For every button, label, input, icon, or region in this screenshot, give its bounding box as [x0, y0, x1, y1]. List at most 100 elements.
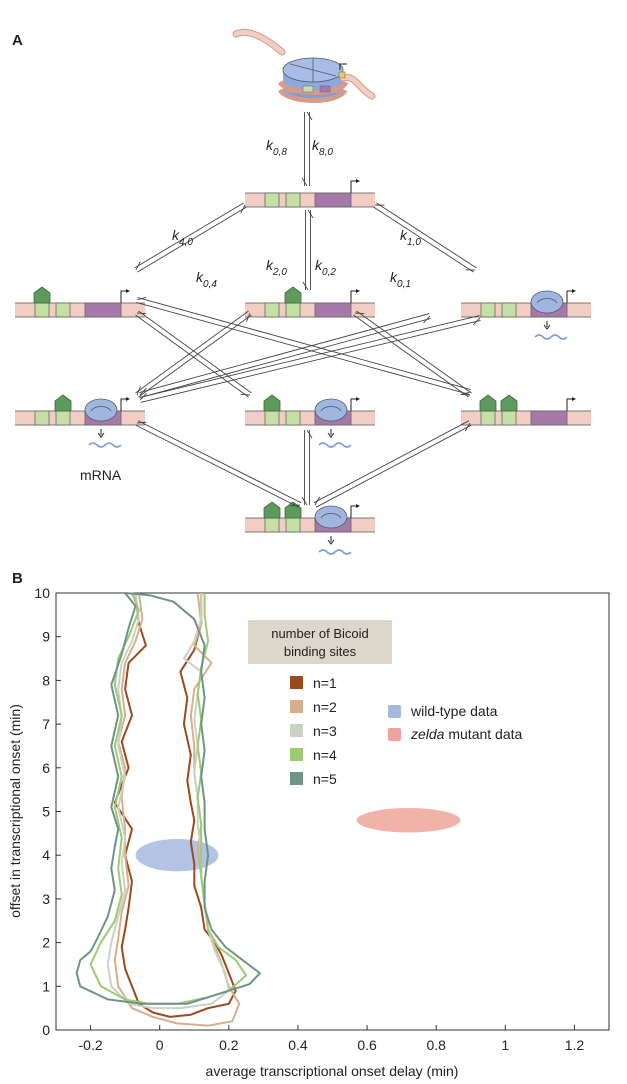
ellipse-legend: wild-type data zelda mutant data — [388, 703, 523, 742]
rate-subscript: 8,0 — [319, 147, 333, 158]
tss-arrow — [350, 180, 358, 193]
rate-symbol: k — [266, 257, 274, 273]
promoter — [314, 302, 352, 318]
dna-strand-right-inner — [340, 74, 375, 99]
arrow-free-site2 — [302, 209, 314, 291]
construct-site2-bound — [245, 286, 375, 318]
wild-type-swatch — [388, 705, 401, 718]
arrow-head-2 — [354, 312, 365, 315]
binding-site-2 — [55, 302, 71, 318]
wrapped-promoter — [319, 85, 331, 93]
arrow-line-b — [137, 297, 471, 391]
polymerase — [314, 398, 348, 422]
tss-arrowhead — [126, 289, 130, 293]
dna-segment — [245, 518, 375, 532]
rate-label-k04: k0,4 — [196, 269, 217, 290]
legend-swatch-n4 — [290, 748, 303, 761]
arrow-line-a — [135, 424, 300, 508]
bicoid-protein — [54, 394, 72, 412]
zelda-label: zelda mutant data — [410, 726, 523, 742]
arrow-line-a — [373, 206, 474, 273]
rate-symbol: k — [400, 227, 408, 243]
rate-subscript: 4,0 — [179, 237, 193, 248]
tss-marker — [338, 71, 346, 79]
arrow-line-b — [356, 310, 472, 394]
polymerase-groove — [320, 513, 342, 519]
y-axis-label: offset in transcriptional onset (min) — [7, 704, 23, 918]
nucleosome — [232, 29, 376, 103]
bicoid-protein — [479, 394, 497, 412]
construct-both-bound — [461, 394, 591, 426]
mrna-label: mRNA — [80, 467, 122, 483]
construct-free — [245, 179, 375, 208]
rate-subscript: 0,1 — [397, 279, 411, 290]
arrow-free-site1 — [134, 202, 247, 273]
legend-swatch-n3 — [290, 724, 303, 737]
mrna-transcript — [534, 334, 568, 340]
arrow-head-2 — [136, 296, 147, 301]
binding-site-1 — [264, 517, 280, 533]
arrow-line-a — [135, 310, 249, 394]
zelda-mutant-ellipse — [356, 808, 461, 833]
y-tick-label: 7 — [42, 716, 50, 732]
construct-site1-bound — [15, 286, 145, 318]
bicoid-protein — [33, 286, 51, 304]
dna-segment — [245, 193, 375, 207]
rate-symbol: k — [172, 227, 180, 243]
arrow-line-b — [137, 206, 247, 273]
arrow-down-left — [135, 420, 302, 508]
y-tick-label: 6 — [42, 760, 50, 776]
y-tick-label: 9 — [42, 629, 50, 645]
arrow-line-b — [315, 424, 472, 508]
tss-arrowhead — [572, 289, 576, 293]
tss-arrowhead — [126, 397, 130, 401]
rate-label-k01: k0,1 — [390, 269, 411, 290]
mrna-arrowhead — [327, 539, 335, 545]
rate-label-k20: k2,0 — [266, 257, 287, 278]
tss-arrowhead — [356, 179, 360, 183]
dna-segment — [245, 411, 375, 425]
x-tick-label: 1 — [501, 1037, 509, 1053]
series-lines — [75, 592, 261, 1027]
rate-label-k40: k4,0 — [172, 227, 193, 248]
tss-arrow — [566, 398, 574, 411]
y-tick-label: 0 — [42, 1022, 50, 1038]
tss-arrowhead — [356, 504, 360, 508]
y-tick-label: 5 — [42, 804, 50, 820]
wrapped-site — [302, 85, 314, 93]
arrow-head-1 — [240, 393, 251, 396]
mrna-arrowhead — [97, 432, 105, 438]
zelda-swatch — [388, 728, 401, 741]
tss-arrowhead — [356, 397, 360, 401]
rate-symbol: k — [196, 269, 204, 285]
legend-title-line-1: number of Bicoid — [271, 626, 369, 641]
legend-label-n5: n=5 — [313, 771, 337, 787]
x-tick-label: -0.2 — [79, 1037, 103, 1053]
mrna-transcript — [88, 442, 122, 448]
mrna-transcript — [318, 442, 352, 448]
arrow-cross-5 — [139, 313, 431, 398]
construct-site2-pol — [15, 394, 145, 448]
wild-type-label: wild-type data — [410, 703, 498, 719]
tss-arrow — [350, 505, 358, 518]
rate-label-k10: k1,0 — [400, 227, 421, 248]
bicoid-protein — [284, 286, 302, 304]
binding-site-2 — [285, 192, 301, 208]
legend-label-n2: n=2 — [313, 699, 337, 715]
tss-arrowhead — [356, 289, 360, 293]
dna-wraps — [277, 80, 349, 103]
y-tick-label: 3 — [42, 891, 50, 907]
arrow-head-2 — [136, 421, 147, 424]
construct-pol-bound — [461, 289, 591, 340]
tss-arrow — [120, 290, 128, 303]
arrow-head-2 — [306, 111, 313, 121]
rate-symbol: k — [315, 257, 323, 273]
bicoid-protein — [263, 501, 281, 519]
arrow-cross-6 — [135, 310, 252, 398]
mrna-arrowhead — [543, 324, 551, 330]
arrow-nuc-free — [301, 111, 313, 187]
construct-site1-pol — [245, 394, 375, 448]
arrow-head-1 — [301, 177, 308, 187]
arrow-head-2 — [240, 204, 246, 214]
